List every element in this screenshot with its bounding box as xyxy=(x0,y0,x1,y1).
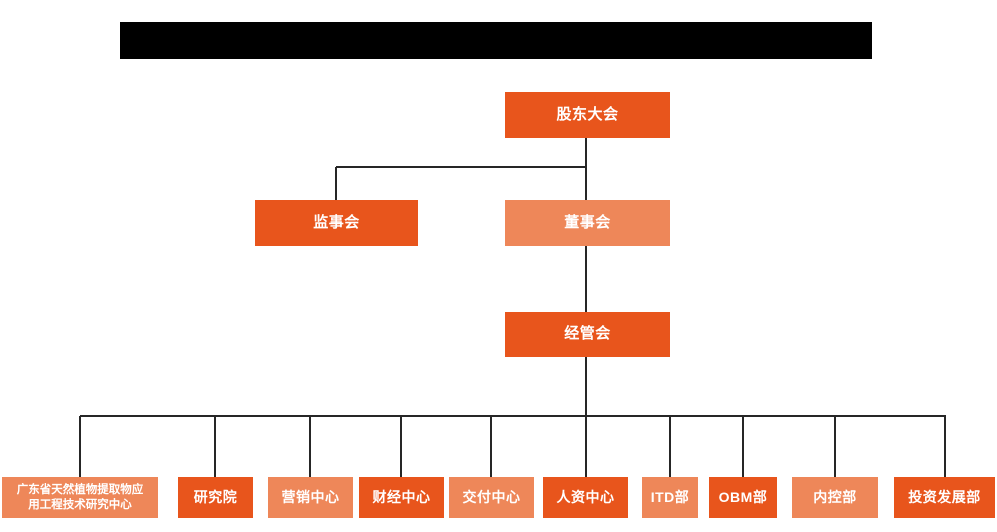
node-research-institute[interactable]: 研究院 xyxy=(178,477,253,518)
node-board-of-supervisors[interactable]: 监事会 xyxy=(255,200,418,246)
node-label: 研究院 xyxy=(193,488,238,505)
node-obm-department[interactable]: OBM部 xyxy=(709,477,777,518)
node-label: ITD部 xyxy=(650,488,690,505)
node-label: 董事会 xyxy=(564,213,611,231)
redacted-title-bar xyxy=(120,22,872,59)
node-marketing-center[interactable]: 营销中心 xyxy=(268,477,353,518)
node-finance-center[interactable]: 财经中心 xyxy=(359,477,444,518)
node-delivery-center[interactable]: 交付中心 xyxy=(449,477,534,518)
node-label: OBM部 xyxy=(718,488,768,505)
node-management-committee[interactable]: 经管会 xyxy=(505,312,670,357)
node-label: 内控部 xyxy=(813,488,857,505)
node-board-of-directors[interactable]: 董事会 xyxy=(505,200,670,246)
node-guangdong-research-center[interactable]: 广东省天然植物提取物应 用工程技术研究中心 xyxy=(2,477,158,518)
node-label: 广东省天然植物提取物应 用工程技术研究中心 xyxy=(16,484,144,511)
node-label: 交付中心 xyxy=(462,488,521,505)
node-investment-development-department[interactable]: 投资发展部 xyxy=(894,477,995,518)
node-label: 股东大会 xyxy=(556,105,619,123)
node-label: 人资中心 xyxy=(556,488,615,505)
node-shareholders-meeting[interactable]: 股东大会 xyxy=(505,92,670,138)
node-internal-control-department[interactable]: 内控部 xyxy=(792,477,878,518)
node-label: 财经中心 xyxy=(372,488,431,505)
node-label: 营销中心 xyxy=(281,488,340,505)
node-hr-center[interactable]: 人资中心 xyxy=(543,477,628,518)
node-label: 投资发展部 xyxy=(908,488,981,505)
node-itd-department[interactable]: ITD部 xyxy=(642,477,698,518)
node-label: 经管会 xyxy=(564,325,611,343)
node-label: 监事会 xyxy=(313,213,360,231)
